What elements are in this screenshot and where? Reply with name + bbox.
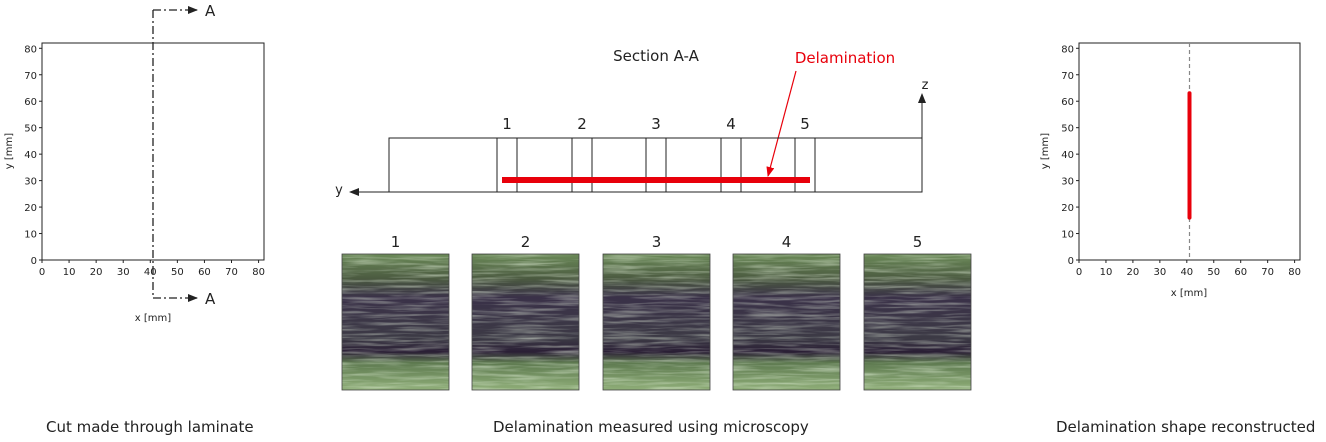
- y-tick-label: 60: [1061, 97, 1074, 108]
- micrograph-number: 2: [521, 233, 531, 251]
- micrographs: 1 2 3 4 5: [341, 233, 972, 391]
- sample-number: 2: [577, 115, 587, 133]
- micrograph-texture: [342, 254, 449, 390]
- y-tick-label: 50: [1061, 124, 1074, 135]
- y-tick-label: 60: [24, 97, 37, 108]
- y-tick-label: 70: [24, 71, 37, 82]
- micrograph-frame: [863, 253, 972, 391]
- y-tick-label: 20: [1061, 203, 1074, 214]
- micrograph-texture: [864, 254, 971, 390]
- x-tick-label: 50: [171, 267, 184, 278]
- sample-windows: 1 2 3 4 5: [496, 115, 816, 193]
- x-tick-label: 60: [1234, 267, 1247, 278]
- micrograph-texture: [733, 254, 840, 390]
- middle-panel: Section A-A Delamination z y 1 2 3 4 5 1 2 3 4 5: [335, 47, 972, 391]
- micrograph-frame: [471, 253, 580, 391]
- x-tick-label: 80: [252, 267, 265, 278]
- caption-reconstructed: Delamination shape reconstructed: [1056, 418, 1316, 436]
- x-tick-label: 50: [1207, 267, 1220, 278]
- y-tick-label: 0: [31, 256, 37, 267]
- left-x-axis-label: x [mm]: [135, 313, 171, 324]
- sample-number: 5: [800, 115, 810, 133]
- sample-window: [496, 137, 518, 193]
- y-tick-label: 30: [24, 177, 37, 188]
- delamination-bar: [502, 177, 810, 183]
- right-y-axis-label: y [mm]: [1040, 133, 1051, 169]
- left-x-ticks: 0 10 20 30 40 50 60 70 80: [39, 260, 265, 278]
- x-tick-label: 60: [198, 267, 211, 278]
- left-y-axis-label: y [mm]: [4, 133, 15, 169]
- sample-number: 1: [502, 115, 512, 133]
- right-panel: 0 10 20 30 40 50 60 70 80 0 10 20 30 40 50 60 70 80 x [m…: [1040, 42, 1301, 299]
- right-x-ticks: 0 10 20 30 40 50 60 70 80: [1076, 260, 1301, 278]
- x-tick-label: 30: [1153, 267, 1166, 278]
- caption-microscopy: Delamination measured using microscopy: [493, 418, 809, 436]
- y-tick-label: 70: [1061, 71, 1074, 82]
- x-tick-label: 10: [1100, 267, 1113, 278]
- x-tick-label: 30: [117, 267, 130, 278]
- micrograph-frame: [732, 253, 841, 391]
- sample-window: [794, 137, 816, 193]
- left-y-ticks: 0 10 20 30 40 50 60 70 80: [24, 44, 42, 267]
- y-tick-label: 10: [24, 230, 37, 241]
- right-y-ticks: 0 10 20 30 40 50 60 70 80: [1061, 44, 1079, 267]
- delamination-label: Delamination: [795, 49, 895, 67]
- y-tick-label: 50: [24, 124, 37, 135]
- y-tick-label: 40: [1061, 150, 1074, 161]
- sample-window: [571, 137, 593, 193]
- y-tick-label: 30: [1061, 177, 1074, 188]
- sample-window: [645, 137, 667, 193]
- left-panel: 0 10 20 30 40 50 60 70 80 0 10 20 30 40 50 60 70 80 x [m…: [4, 2, 265, 324]
- micrograph-number: 5: [913, 233, 923, 251]
- x-tick-label: 0: [39, 267, 45, 278]
- section-title: Section A-A: [613, 47, 700, 65]
- micrograph-texture: [603, 254, 710, 390]
- section-y-axis-label: y: [335, 183, 343, 198]
- y-tick-label: 40: [24, 150, 37, 161]
- micrograph-number: 3: [652, 233, 662, 251]
- x-tick-label: 70: [225, 267, 238, 278]
- micrograph-frame: [341, 253, 450, 391]
- y-tick-label: 80: [24, 44, 37, 55]
- caption-cut: Cut made through laminate: [46, 418, 254, 436]
- right-x-axis-label: x [mm]: [1171, 288, 1207, 299]
- micrograph-number: 4: [782, 233, 792, 251]
- y-tick-label: 80: [1061, 44, 1074, 55]
- x-tick-label: 0: [1076, 267, 1082, 278]
- x-tick-label: 40: [1180, 267, 1193, 278]
- x-tick-label: 10: [63, 267, 76, 278]
- x-tick-label: 20: [1127, 267, 1140, 278]
- x-tick-label: 40: [144, 267, 157, 278]
- y-tick-label: 0: [1068, 256, 1074, 267]
- section-marker-bottom: A: [205, 290, 216, 308]
- y-tick-label: 10: [1061, 230, 1074, 241]
- laminate-section: [388, 137, 923, 193]
- x-tick-label: 80: [1288, 267, 1301, 278]
- x-tick-label: 20: [90, 267, 103, 278]
- sample-number: 3: [651, 115, 661, 133]
- micrograph-frame: [602, 253, 711, 391]
- section-marker-top: A: [205, 2, 216, 20]
- micrograph-number: 1: [391, 233, 401, 251]
- sample-number: 4: [726, 115, 736, 133]
- micrograph-texture: [472, 254, 579, 390]
- y-tick-label: 20: [24, 203, 37, 214]
- x-tick-label: 70: [1261, 267, 1274, 278]
- sample-window: [720, 137, 742, 193]
- delamination-pointer: [766, 70, 797, 177]
- z-axis-label: z: [922, 78, 929, 93]
